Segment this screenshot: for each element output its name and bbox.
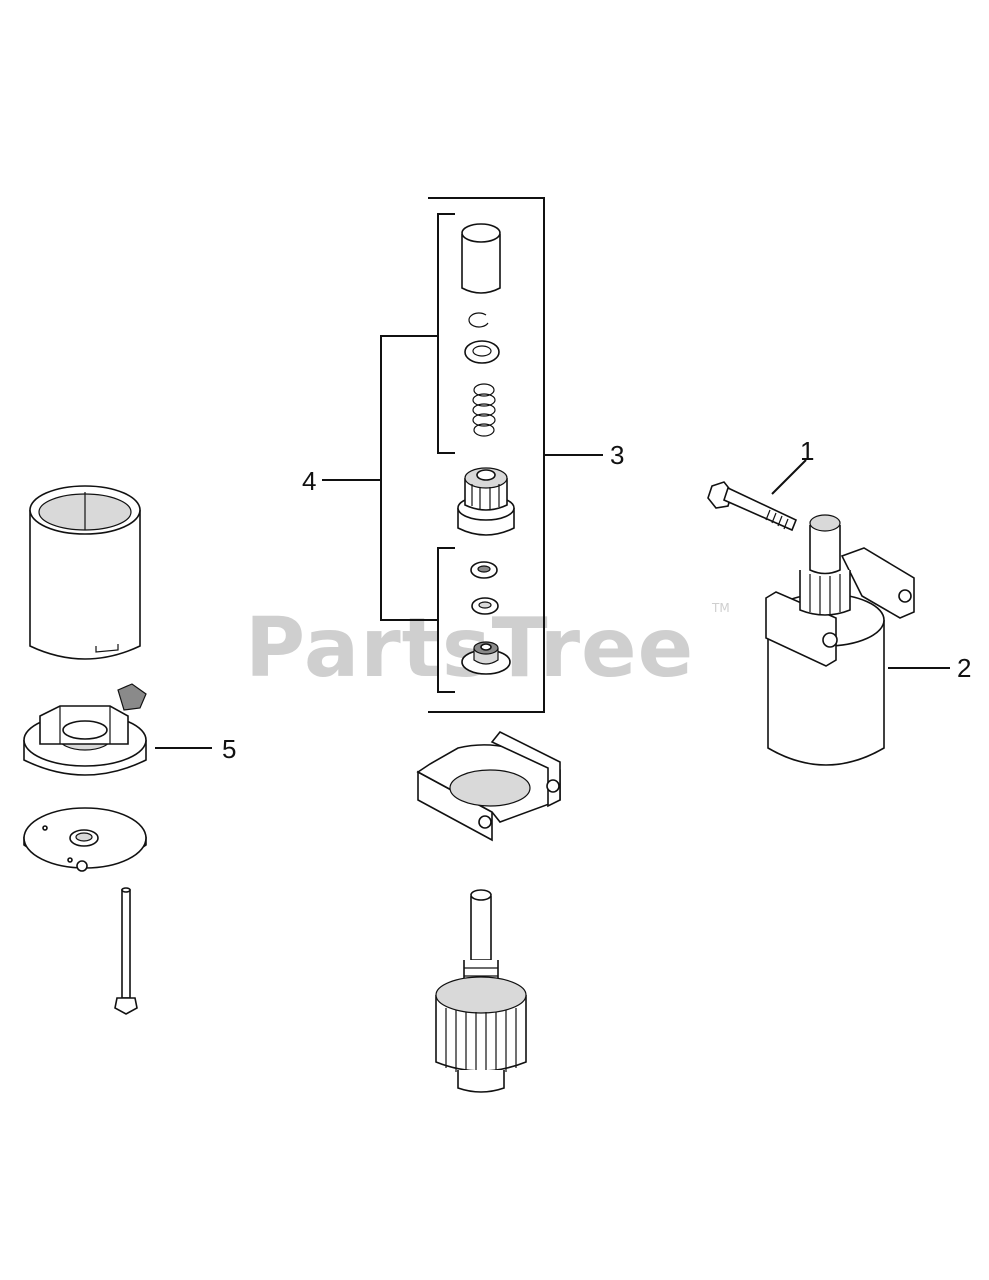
callout-labels: 1 2 3 4 5 [222,436,971,764]
stop-washer [470,561,498,579]
starter-motor-assembly [765,514,915,766]
brush-plate-assembly [23,683,147,776]
leader-lines [155,459,950,749]
callout-4: 4 [302,466,316,496]
drive-pinion-gear [457,467,515,536]
watermark-text: PartsTree [245,601,694,696]
drive-sleeve [461,223,501,294]
drive-end-cap [416,730,561,842]
bracket-group-3 [428,197,603,713]
field-frame-housing [29,485,141,660]
retaining-ring [468,312,489,328]
mounting-bolt [707,481,798,532]
through-bolt [114,887,138,1015]
thrust-washer [464,340,500,364]
armature [435,889,527,1093]
callout-1: 1 [800,436,814,466]
callout-5: 5 [222,734,236,764]
end-plate [23,807,147,872]
stop-nut [461,641,511,675]
bracket-group-4 [322,213,455,693]
watermark: PartsTree TM [245,601,730,696]
spacer-washer [471,597,499,615]
anti-drift-spring [472,383,496,437]
watermark-trademark: TM [711,601,730,615]
callout-3: 3 [610,440,624,470]
callout-2: 2 [957,653,971,683]
